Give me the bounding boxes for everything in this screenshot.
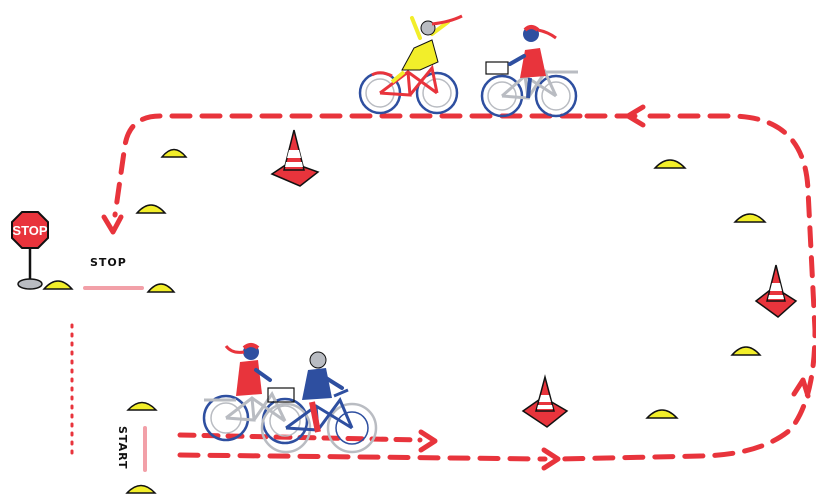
arrow-up-icon <box>791 377 811 399</box>
marker-cone <box>645 409 679 419</box>
marker-cone <box>653 159 687 169</box>
marker-cones <box>42 148 767 494</box>
bicycle-red-rider-yellow <box>358 14 463 115</box>
bicycle-blue-bottom <box>260 351 378 454</box>
marker-cone <box>733 213 767 223</box>
route-path-bottom <box>177 452 548 462</box>
marker-cone <box>135 204 167 214</box>
marker-cone <box>160 148 188 158</box>
marker-cone <box>42 280 74 290</box>
route-path-right <box>557 113 816 462</box>
stop-line-label: STOP <box>90 256 127 269</box>
stop-sign-text: STOP <box>12 223 47 238</box>
marker-cone <box>146 283 176 293</box>
route-path <box>112 113 638 218</box>
marker-cone <box>125 484 157 494</box>
bicycle-grey-bottom <box>202 343 309 445</box>
arrow-down-icon <box>101 214 124 235</box>
marker-cone <box>126 401 158 411</box>
traffic-cone <box>270 129 320 187</box>
arrow-right-icon <box>541 447 561 471</box>
arrow-left-icon <box>625 104 646 128</box>
traffic-cone <box>521 374 569 428</box>
start-line-label: START <box>116 426 129 470</box>
bicycle-grey-rider-red <box>480 25 578 118</box>
traffic-cone <box>754 264 798 318</box>
arrow-right-icon <box>418 429 438 453</box>
marker-cone <box>730 346 762 356</box>
stop-sign: STOP <box>11 211 49 290</box>
